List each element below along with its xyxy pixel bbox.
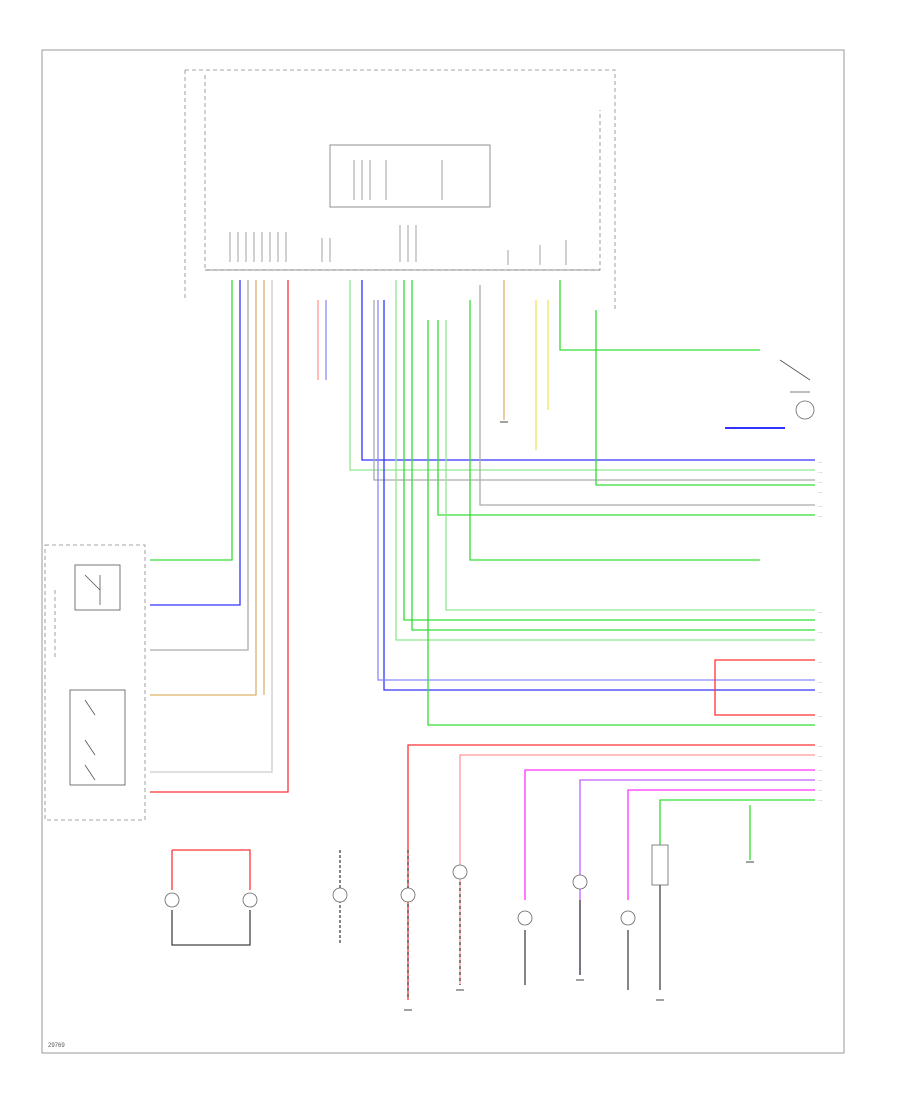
svg-text:···: ··· xyxy=(818,798,823,803)
svg-text:···: ··· xyxy=(818,754,823,759)
svg-text:···: ··· xyxy=(818,788,823,793)
connector-pins xyxy=(229,160,567,265)
svg-text:···: ··· xyxy=(818,690,823,695)
svg-text:···: ··· xyxy=(818,768,823,773)
svg-text:···: ··· xyxy=(818,460,823,465)
svg-text:···: ··· xyxy=(818,660,823,665)
control-unit xyxy=(205,144,600,271)
wire-runs xyxy=(150,280,815,1000)
diagram-frame xyxy=(41,49,845,1054)
svg-text:···: ··· xyxy=(818,630,823,635)
lamp-wires xyxy=(171,849,629,1000)
svg-text:···: ··· xyxy=(818,610,823,615)
svg-text:···: ··· xyxy=(818,744,823,749)
right-pin-tags: ··· ··· ··· ··· ··· ··· ··· ··· ··· ··· … xyxy=(818,460,823,803)
ground-symbol-icon xyxy=(404,421,754,1011)
svg-text:···: ··· xyxy=(818,514,823,519)
svg-text:···: ··· xyxy=(818,778,823,783)
svg-text:···: ··· xyxy=(818,490,823,495)
svg-text:···: ··· xyxy=(818,480,823,485)
switch-contact-icon xyxy=(69,359,811,786)
svg-text:···: ··· xyxy=(818,470,823,475)
page-id: 29769 xyxy=(48,1043,65,1049)
relay-box xyxy=(651,844,669,886)
svg-text:···: ··· xyxy=(818,504,823,509)
lamp-bulb-icon xyxy=(164,400,815,926)
svg-text:···: ··· xyxy=(818,680,823,685)
svg-text:···: ··· xyxy=(818,714,823,719)
